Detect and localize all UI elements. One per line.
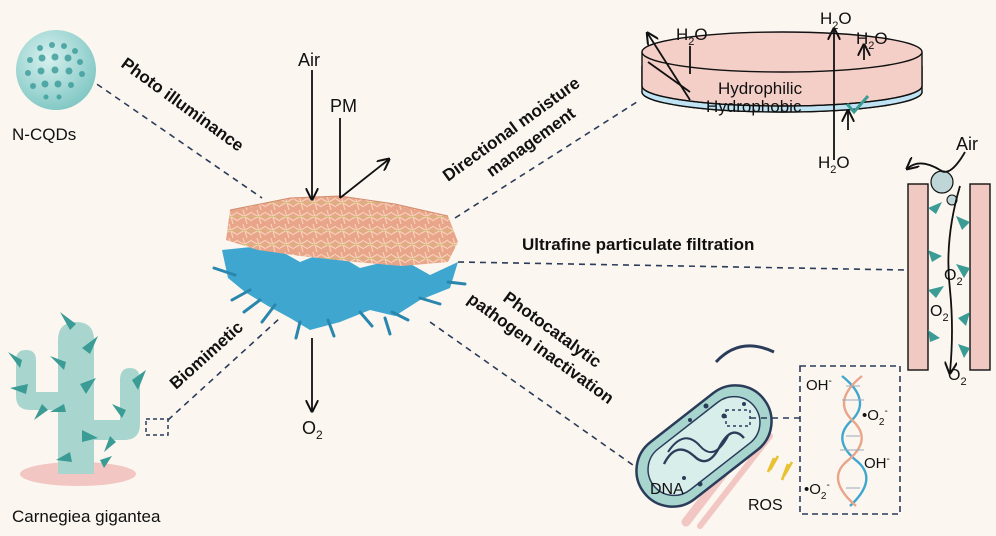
pm-label: PM [330,96,357,116]
filter-air-label: Air [956,134,978,154]
o2-radical-label-1: •O2- [862,406,888,428]
connector-biomimetic [167,317,281,421]
cactus-illustration [8,312,169,486]
central-membrane [212,195,467,340]
ros-inset [799,365,901,515]
water-spread-line [647,61,691,93]
h2o-label-3: H2O [856,29,888,52]
air-label: Air [298,50,320,70]
filter-channel [907,170,991,371]
connector-filtration [457,261,906,271]
dna-label: DNA [650,481,684,498]
connector-moisture [454,99,641,219]
moisture-label: Directional moisture management [439,73,583,185]
filtration-label: Ultrafine particulate filtration [522,235,754,254]
filter-o2-label-2: O2 [930,303,949,324]
pathogen-label: Photocatalytic pathogen inactivation [464,288,617,408]
oh-label-1: OH- [806,376,832,394]
oh-label-2: OH- [864,454,890,472]
filter-o2-label-1: O2 [944,267,963,288]
h2o-label-2: H2O [820,9,852,32]
connector-pathogen [429,321,641,471]
janus-membrane [641,31,923,115]
o2-radical-label-2: •O2- [804,480,830,502]
h2o-label-4: H2O [818,153,850,176]
hydrophobic-label: Hydrophobic [706,97,802,116]
ncqd-sphere [16,30,96,110]
biomimetic-label: Biomimetic [166,318,247,393]
water-spread-arrow [648,34,691,101]
connector-photo [87,77,263,199]
hydrophilic-label: Hydrophilic [718,79,803,98]
pm-deflect-arrow [339,160,388,199]
ros-label: ROS [748,497,783,514]
bacteria-illustration [635,344,802,529]
air-deflect-arrow [908,151,966,173]
photo-illuminance-label: Photo illuminance [118,54,248,155]
ncqd-label: N-CQDs [12,125,76,144]
o2-flow-arrow [948,185,961,372]
filter-o2-label-3: O2 [948,367,967,388]
o2-label: O2 [302,418,323,442]
cactus-label: Carnegiea gigantea [12,507,161,526]
h2o-label-1: H2O [676,25,708,48]
